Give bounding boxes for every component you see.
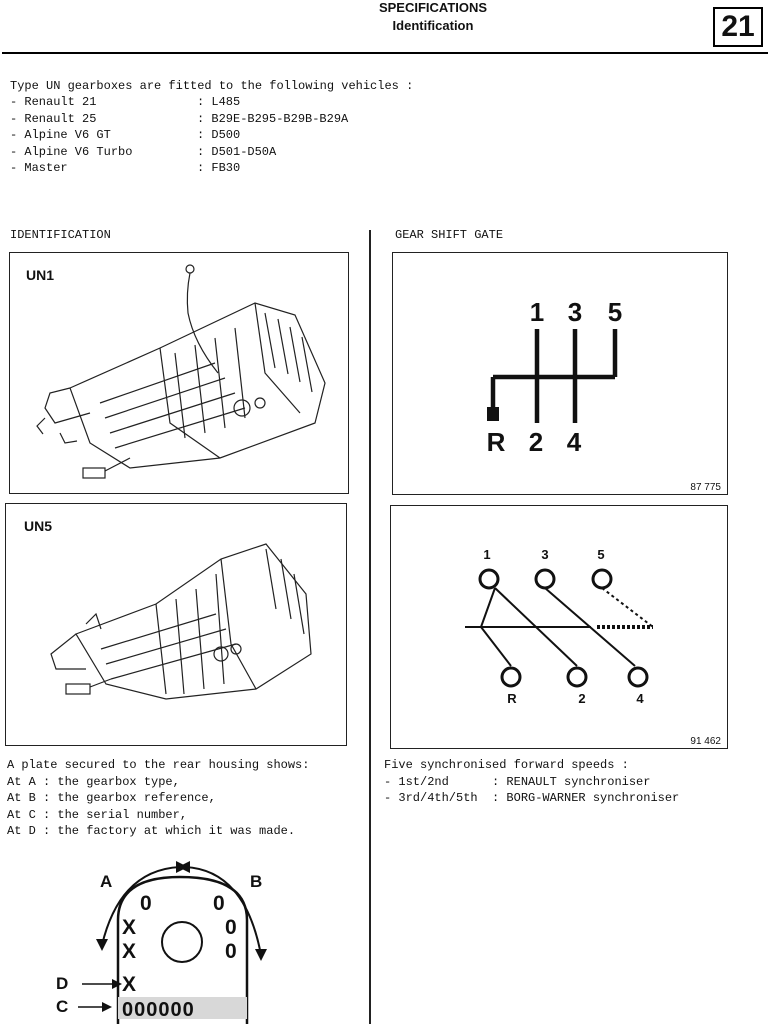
gear-gate-diagram-2: 1 3 5 R 2 4 91 462 bbox=[390, 505, 728, 749]
vehicle-row: - Master : FB30 bbox=[10, 160, 348, 177]
plate-description: A plate secured to the rear housing show… bbox=[7, 757, 309, 840]
vehicle-name: - Alpine V6 GT bbox=[10, 128, 111, 142]
vehicle-row: - Alpine V6 GT : D500 bbox=[10, 127, 348, 144]
gear-label: 2 bbox=[529, 427, 543, 457]
gear-shift-gate-heading: GEAR SHIFT GATE bbox=[395, 228, 504, 242]
gearbox-un5-illustration bbox=[50, 543, 312, 700]
plate-label-d: D bbox=[56, 974, 68, 993]
plate-label-c: C bbox=[56, 997, 68, 1016]
gear-label: 5 bbox=[597, 547, 604, 562]
gear-label: 2 bbox=[578, 691, 585, 706]
plate-line: At B : the gearbox reference, bbox=[7, 791, 216, 805]
plate-mark: X bbox=[122, 916, 136, 939]
plate-mark: X bbox=[122, 973, 136, 996]
vehicle-code: : D501-D50A bbox=[197, 144, 277, 159]
gear-label: R bbox=[507, 691, 517, 706]
vehicle-name: - Renault 25 bbox=[10, 111, 97, 126]
gear-label: 3 bbox=[568, 297, 582, 327]
gear-label: 4 bbox=[636, 691, 644, 706]
vehicle-code: : L485 bbox=[197, 95, 241, 109]
plate-line: At D : the factory at which it was made. bbox=[7, 824, 296, 838]
gear-label: 1 bbox=[483, 547, 490, 562]
plate-line: At C : the serial number, bbox=[7, 807, 188, 822]
column-divider bbox=[369, 230, 371, 1024]
vehicle-code: : B29E-B295-B29B-B29A bbox=[197, 111, 349, 126]
plate-label-b: B bbox=[250, 872, 262, 891]
plate-line: At A : the gearbox type, bbox=[7, 774, 180, 789]
identification-heading: IDENTIFICATION bbox=[10, 228, 111, 242]
figure-reference: 87 775 bbox=[690, 482, 721, 493]
figure-reference: 91 462 bbox=[690, 736, 721, 747]
intro-line: Type UN gearboxes are fitted to the foll… bbox=[10, 79, 414, 93]
vehicle-row: - Renault 25 : B29E-B295-B29B-B29A bbox=[10, 111, 348, 128]
vehicle-name: - Master bbox=[10, 161, 68, 175]
speeds-line: - 1st/2nd : RENAULT synchroniser bbox=[384, 774, 651, 789]
plate-mark: 0 bbox=[225, 916, 237, 939]
speeds-line: - 3rd/4th/5th : BORG-WARNER synchroniser bbox=[384, 791, 680, 805]
un1-label: UN1 bbox=[26, 267, 55, 283]
header-divider bbox=[2, 52, 768, 54]
plate-label-a: A bbox=[100, 872, 112, 891]
un5-label: UN5 bbox=[24, 518, 53, 534]
gear-gate-diagram-1: 1 3 5 R 2 4 87 775 bbox=[392, 252, 728, 495]
plate-mark: 0 bbox=[213, 892, 225, 915]
plate-mark: 0 bbox=[140, 892, 152, 915]
plate-mark: X bbox=[122, 940, 136, 963]
un5-figure: UN5 bbox=[5, 503, 347, 746]
page-subtitle: Identification bbox=[392, 18, 474, 33]
un1-figure: UN1 bbox=[9, 252, 349, 494]
gear-label: 3 bbox=[541, 547, 548, 562]
gear-label: 5 bbox=[608, 297, 622, 327]
vehicle-code: : FB30 bbox=[197, 161, 241, 175]
gear-label: R bbox=[487, 427, 506, 457]
plate-serial: 000000 bbox=[122, 999, 195, 1021]
section-number-box: 21 bbox=[713, 7, 763, 47]
synchroniser-description: Five synchronised forward speeds : - 1st… bbox=[384, 757, 679, 807]
vehicle-row: - Alpine V6 Turbo : D501-D50A bbox=[10, 144, 348, 161]
vehicle-name: - Renault 21 bbox=[10, 95, 97, 109]
gear-gate-selector-diagram: 1 3 5 R 2 4 bbox=[465, 547, 654, 706]
vehicle-name: - Alpine V6 Turbo bbox=[10, 144, 133, 159]
gear-gate-h-pattern: 1 3 5 R 2 4 bbox=[487, 297, 623, 457]
vehicle-code: : D500 bbox=[197, 128, 241, 142]
gearbox-un1-illustration bbox=[36, 264, 326, 479]
vehicle-list: - Renault 21 : L485 - Renault 25 : B29E-B2… bbox=[10, 94, 348, 177]
page-title: SPECIFICATIONS bbox=[378, 0, 488, 15]
gear-label: 4 bbox=[567, 427, 582, 457]
speeds-line: Five synchronised forward speeds : bbox=[384, 758, 629, 772]
gear-label: 1 bbox=[530, 297, 544, 327]
reverse-lockout-knob bbox=[487, 407, 499, 421]
identification-plate-diagram: A B D C 0 0 X 0 X 0 X 000000 bbox=[56, 861, 267, 1024]
plate-mark: 0 bbox=[225, 940, 237, 963]
vehicle-row: - Renault 21 : L485 bbox=[10, 94, 348, 111]
plate-line: A plate secured to the rear housing show… bbox=[7, 758, 310, 772]
